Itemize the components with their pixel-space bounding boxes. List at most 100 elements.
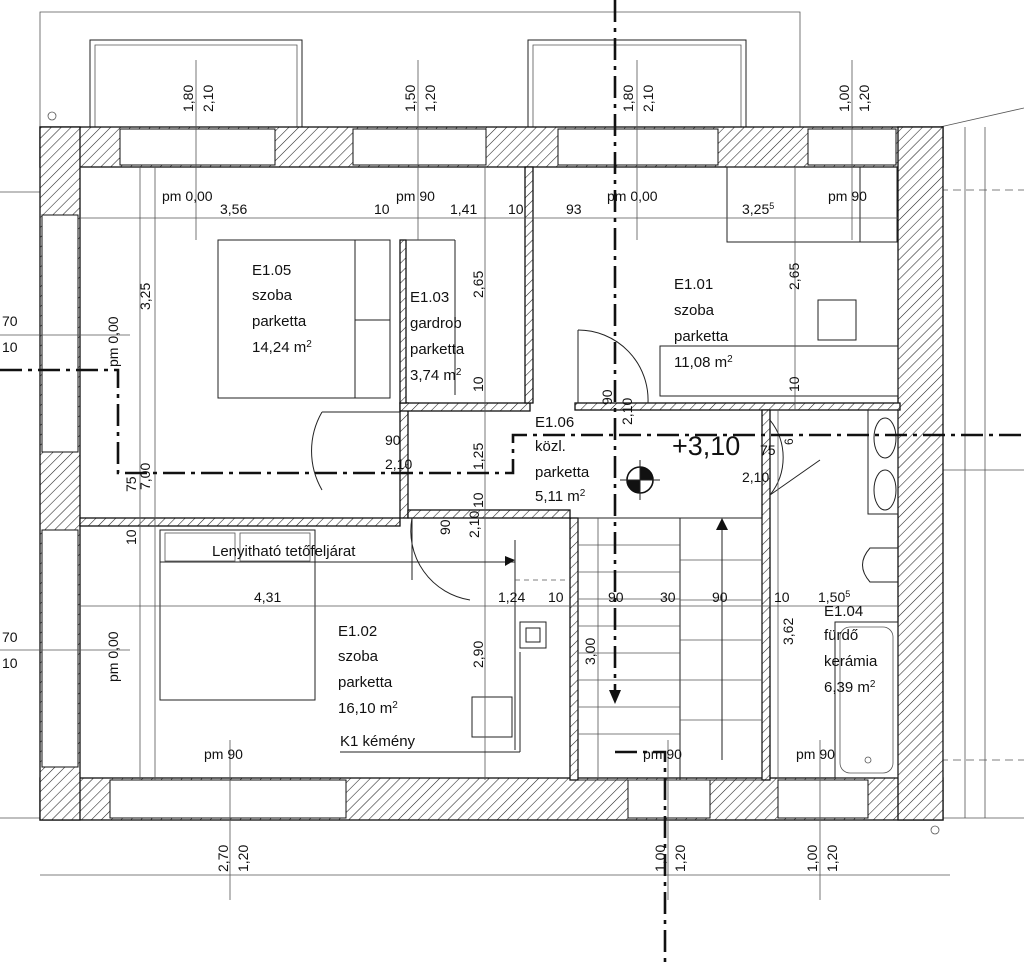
vertical-dim: 7,00 (137, 463, 153, 490)
level-label: +3,10 (672, 431, 740, 461)
room-area-sup: 2 (727, 354, 733, 365)
parapet-label: pm 90 (396, 188, 435, 204)
chain-dim: 90 (608, 589, 624, 605)
room-floor: parketta (338, 674, 393, 691)
room-area: 16,10 m (338, 700, 392, 717)
chain-dim: 10 (774, 589, 790, 605)
room-area-sup: 2 (392, 700, 398, 711)
room-area: 3,74 m (410, 367, 456, 384)
chain-dim: 10 (374, 201, 390, 217)
vertical-dim: 2,65 (786, 263, 802, 290)
room-area: 11,08 m (674, 354, 727, 371)
door-dim: 2,10 (385, 456, 412, 472)
window-dim: 1,50 (402, 85, 418, 112)
vertical-dim: 3,00 (582, 638, 598, 665)
vertical-dim: 10 (470, 376, 486, 392)
window-dim: 1,80 (620, 85, 636, 112)
vertical-dim: 2,65 (470, 271, 486, 298)
room-area: 14,24 m (252, 339, 306, 356)
room-name: szoba (674, 302, 715, 319)
chain-dim-sup: 5 (769, 201, 774, 211)
room-area-sup: 2 (870, 679, 876, 690)
left-dim: 10 (2, 339, 18, 355)
chain-dim: 3,25 (742, 201, 769, 217)
window-dim: 1,00 (804, 845, 820, 872)
window-dim: 1,20 (422, 85, 438, 112)
door-dim: 2,10 (466, 511, 482, 538)
parapet-label: pm 0,00 (607, 188, 658, 204)
window-dim: 1,00 (836, 85, 852, 112)
parapet-label: pm 90 (828, 188, 867, 204)
vertical-dim: 2,10 (619, 398, 635, 425)
chain-dim: 1,24 (498, 589, 525, 605)
window-dim: 1,80 (180, 85, 196, 112)
room-e102-label: E1.02 szoba parketta 16,10 m2 (338, 623, 398, 717)
leader-lines (212, 556, 521, 753)
vertical-dim: 1,25 (470, 443, 486, 470)
left-dim: 10 (2, 655, 18, 671)
chain-dim: 1,50 (818, 589, 845, 605)
chain-dim: 30 (660, 589, 676, 605)
chain-dim-sup: 5 (845, 589, 850, 599)
room-floor: parketta (252, 313, 307, 330)
window-dim: 1,20 (856, 85, 872, 112)
door-dim: 90 (437, 519, 453, 535)
room-floor: kerámia (824, 653, 878, 670)
room-name: szoba (338, 648, 379, 665)
svg-text:14,24 m2: 14,24 m2 (252, 339, 312, 357)
svg-text:11,08 m2: 11,08 m2 (674, 354, 733, 372)
parapet-label: pm 90 (643, 746, 682, 762)
room-floor: parketta (674, 328, 729, 345)
roof-outline (0, 11, 1024, 876)
vertical-dim: 10 (786, 376, 802, 392)
svg-text:5,11 m2: 5,11 m2 (535, 488, 586, 506)
window-dim: 1,20 (672, 845, 688, 872)
left-dim: 70 (2, 313, 18, 329)
window-dim: 2,10 (200, 85, 216, 112)
chain-dim: 4,31 (254, 589, 281, 605)
room-area: 5,11 m (535, 488, 580, 505)
parapet-label: pm 0,00 (162, 188, 213, 204)
vertical-dim: 75 (123, 476, 139, 492)
chain-dim: 10 (548, 589, 564, 605)
room-id: E1.04 (824, 603, 863, 620)
door-dim: 75 (760, 442, 776, 458)
vertical-dim: 3,25 (137, 283, 153, 310)
chimney-label: K1 kémény (340, 733, 416, 750)
room-area-sup: 2 (580, 488, 586, 499)
room-name: szoba (252, 287, 293, 304)
svg-text:1,505: 1,505 (818, 589, 850, 605)
room-name: fürdő (824, 627, 858, 644)
exterior-walls (39, 126, 944, 821)
roof-window-frames (89, 39, 747, 127)
parapet-label: pm 0,00 (105, 316, 121, 367)
room-id: E1.02 (338, 623, 377, 640)
room-e105-label: E1.05 szoba parketta 14,24 m2 (252, 262, 312, 356)
vertical-dim: 10 (123, 529, 139, 545)
room-id: E1.03 (410, 289, 449, 306)
vertical-dim: 2,90 (470, 641, 486, 668)
room-id: E1.01 (674, 276, 713, 293)
room-id: E1.06 (535, 414, 574, 431)
door-dim: 90 (385, 432, 401, 448)
level-marker-symbol (620, 460, 660, 500)
chain-dim: 3,56 (220, 201, 247, 217)
svg-text:6,39 m2: 6,39 m2 (824, 679, 876, 697)
svg-text:3,74 m2: 3,74 m2 (410, 367, 462, 385)
room-e106-label: E1.06 közl. parketta 5,11 m2 (535, 414, 590, 505)
room-area-sup: 2 (306, 339, 312, 350)
chain-dim: 1,41 (450, 201, 477, 217)
roof-hatch-label: Lenyitható tetőfeljárat (212, 543, 356, 560)
parapet-label: pm 0,00 (105, 631, 121, 682)
parapet-label: pm 90 (796, 746, 835, 762)
room-area-sup: 2 (456, 367, 462, 378)
chain-dim: 90 (712, 589, 728, 605)
door-dim: 2,10 (742, 469, 769, 485)
room-name: gardrob (410, 315, 462, 332)
vertical-dim: 10 (470, 492, 486, 508)
interior-walls (79, 166, 901, 781)
svg-text:3,255: 3,255 (742, 201, 774, 217)
window-dim: 1,00 (652, 845, 668, 872)
parapet-label: pm 90 (204, 746, 243, 762)
